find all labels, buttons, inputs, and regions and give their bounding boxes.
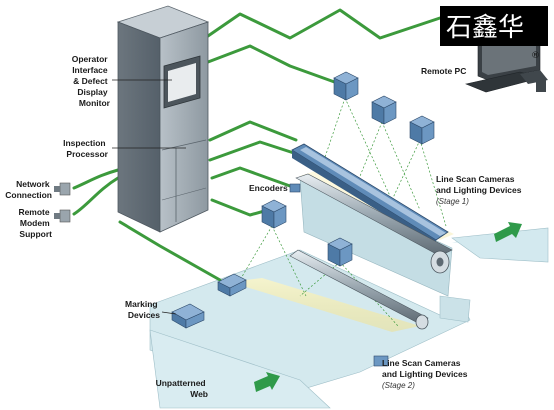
label-stage1-cameras: Line Scan Cameras and Lighting Devices — [436, 174, 522, 195]
modem-connection-plug — [54, 209, 71, 223]
label-encoders: Encoders — [249, 183, 288, 193]
stage1-camera-2 — [371, 95, 397, 125]
lower-roller — [289, 249, 429, 330]
inspection-processor-cabinet — [116, 5, 210, 233]
label-stage1: (Stage 1) — [436, 197, 469, 206]
stage2-camera-2 — [327, 237, 353, 267]
marking-device-2 — [171, 303, 205, 329]
label-remote-modem-support: Remote Modem Support — [18, 207, 52, 239]
stage1-camera-3 — [409, 115, 435, 145]
label-marking-devices: Marking Devices — [125, 299, 160, 320]
upper-roller — [295, 173, 453, 274]
web-flow-arrow-right — [494, 222, 522, 242]
logo-text: 石鑫华 — [446, 13, 524, 43]
label-operator-interface: Operator Interface & Defect Display Moni… — [72, 54, 111, 108]
leader-marking — [161, 311, 177, 315]
brand-logo: 石鑫华 ® — [440, 6, 548, 61]
network-connection-plug — [54, 182, 71, 196]
registered-mark: ® — [531, 51, 540, 61]
stage2-lighting-device — [373, 355, 389, 367]
label-inspection-processor: Inspection Processor — [63, 138, 109, 159]
web-flow-arrow-bottom — [254, 372, 280, 392]
encoder — [289, 183, 301, 193]
stage2-camera-1 — [261, 199, 287, 229]
web-material — [149, 175, 549, 409]
label-network-connection: Network Connection — [5, 179, 52, 200]
label-unpatterned-web: Unpatterned Web — [156, 378, 208, 399]
label-stage2-cameras: Line Scan Cameras and Lighting Devices — [382, 358, 468, 379]
stage1-lighting-rail — [291, 143, 449, 246]
leader-lines — [112, 79, 186, 149]
marking-device-1 — [217, 273, 247, 297]
stage2-camera-beams — [239, 225, 399, 327]
stage2-light-beam — [230, 278, 420, 332]
label-stage2: (Stage 2) — [382, 381, 415, 390]
label-remote-pc: Remote PC — [421, 66, 466, 76]
stage1-camera-1 — [333, 71, 359, 101]
